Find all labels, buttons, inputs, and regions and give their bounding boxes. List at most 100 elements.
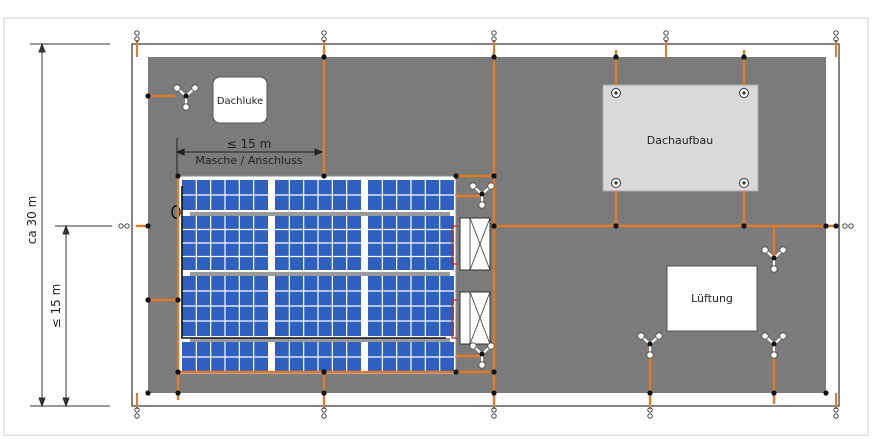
pv-module-block <box>182 276 268 336</box>
total-height-label: ca 30 m <box>25 196 39 245</box>
tripod-foot <box>469 182 477 190</box>
connection-node <box>613 223 619 229</box>
earth-connections <box>118 30 854 419</box>
earth-ring <box>321 407 327 413</box>
tripod-foot <box>761 246 769 254</box>
connection-node <box>453 173 459 179</box>
tripod-foot <box>478 361 486 369</box>
earth-ring <box>833 413 839 419</box>
inverter-icon <box>451 291 491 345</box>
dc-cable <box>181 186 446 339</box>
inverter-body <box>459 217 491 271</box>
inverter-group <box>451 217 491 345</box>
pv-module-block <box>368 276 454 336</box>
pv-module-block <box>368 216 454 270</box>
earth-ring <box>321 36 327 42</box>
inverter-icon <box>451 217 491 271</box>
pv-module-block <box>275 216 361 270</box>
air-termination-tripod-icon <box>469 182 495 209</box>
earth-connection-icon <box>663 30 669 42</box>
pv-module-block <box>368 342 454 372</box>
earth-ring <box>491 407 497 413</box>
connection-node <box>491 390 497 396</box>
earth-ring <box>491 36 497 42</box>
pv-module-block <box>182 342 268 372</box>
connection-node <box>175 173 181 179</box>
tripod-foot <box>779 246 787 254</box>
tripod-foot <box>487 342 495 350</box>
pv-rail <box>190 272 450 276</box>
mesh-distance-label: ≤ 15 m <box>227 137 272 151</box>
ac-cable <box>451 225 458 265</box>
tripod-foot <box>469 342 477 350</box>
inverter-diagonal <box>469 291 491 345</box>
tripod-foot <box>779 332 787 340</box>
cable-loop-icon <box>171 205 181 219</box>
connection-node <box>771 390 777 396</box>
tripod-foot <box>173 84 181 92</box>
figure-border <box>3 17 869 436</box>
anchor-ring-center <box>614 91 618 95</box>
earth-connection-icon <box>491 30 497 42</box>
air-terminals <box>173 84 787 369</box>
earth-ring <box>647 407 653 413</box>
air-termination-tripod-icon <box>637 332 663 359</box>
connection-node <box>613 54 619 60</box>
earth-connection-icon <box>842 223 854 229</box>
tripod-foot <box>646 351 654 359</box>
earth-ring <box>134 36 140 42</box>
connection-nodes <box>145 54 839 396</box>
earth-ring <box>842 223 848 229</box>
connection-node <box>321 369 327 375</box>
mesh-caption-label: Masche / Anschluss <box>195 154 302 167</box>
tripod-rod <box>183 93 189 99</box>
connection-node <box>647 390 653 396</box>
pv-rail <box>190 338 450 342</box>
earth-connection-icon <box>647 407 653 419</box>
earth-ring <box>134 30 140 36</box>
tripod-rod <box>771 255 777 261</box>
earth-ring <box>833 30 839 36</box>
air-termination-tripod-icon <box>761 332 787 359</box>
earth-ring <box>124 223 130 229</box>
earth-ring <box>647 413 653 419</box>
earth-connection-icon <box>118 223 130 229</box>
earth-connection-icon <box>321 30 327 42</box>
earth-ring <box>134 413 140 419</box>
roof-structure-anchors <box>611 88 749 188</box>
connection-node <box>453 369 459 375</box>
earth-connection-icon <box>134 30 140 42</box>
ac-cable <box>451 299 458 339</box>
dimension-lines <box>30 42 112 408</box>
connection-node <box>321 390 327 396</box>
connection-node <box>491 223 497 229</box>
earth-ring <box>134 407 140 413</box>
pv-module-block <box>275 276 361 336</box>
skylight-box <box>212 76 268 124</box>
anchor-ring-center <box>742 91 746 95</box>
earth-ring <box>321 30 327 36</box>
tripod-foot <box>637 332 645 340</box>
connection-node <box>321 54 327 60</box>
pv-module-block <box>368 180 454 210</box>
skylight-label: Dachluke <box>217 96 263 107</box>
connection-node <box>823 223 829 229</box>
earth-ring <box>118 223 124 229</box>
tripod-foot <box>478 201 486 209</box>
earth-ring <box>321 413 327 419</box>
earth-ring <box>833 407 839 413</box>
connection-node <box>741 223 747 229</box>
connection-node <box>321 173 327 179</box>
connection-node <box>175 390 181 396</box>
connection-node <box>145 297 151 303</box>
connection-node <box>175 297 181 303</box>
pv-module-block <box>182 180 268 210</box>
connection-node <box>491 54 497 60</box>
earth-connection-icon <box>321 407 327 419</box>
pv-array <box>171 175 457 375</box>
earth-connection-icon <box>833 30 839 42</box>
inverter-diagonal <box>469 217 491 271</box>
anchor-ring-center <box>614 181 618 185</box>
roof-structure-box <box>602 84 759 192</box>
tripod-foot <box>655 332 663 340</box>
